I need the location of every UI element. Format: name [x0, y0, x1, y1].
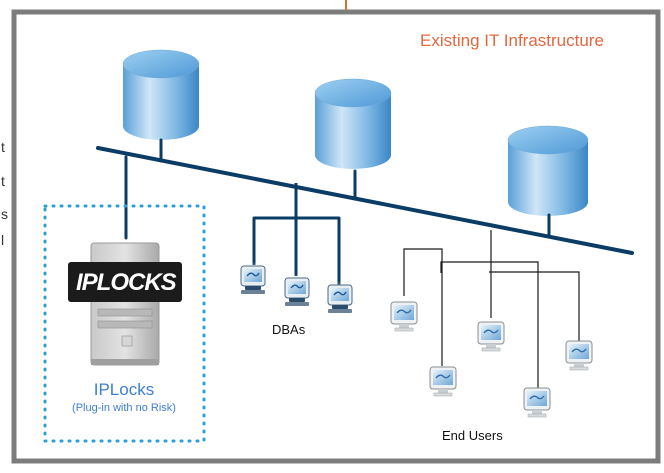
database-1-icon [122, 49, 200, 140]
edge-text-fragment: t [1, 139, 5, 155]
diagram-title: Existing IT Infrastructure [420, 31, 604, 50]
edge-text-fragment: s [1, 206, 8, 222]
iplocks-name: IPLocks [93, 380, 155, 399]
dbas-label: DBAs [272, 322, 306, 337]
dba-monitor-icon [234, 261, 272, 295]
edge-text-fragment: t [1, 173, 5, 189]
end-users-label: End Users [442, 428, 503, 443]
end-user-connections [403, 230, 580, 388]
iplocks-plugin-boundary [43, 204, 206, 443]
dba-monitor-icon [278, 273, 316, 307]
database-3-icon [507, 125, 589, 216]
network-bus [96, 138, 634, 255]
dba-connections [252, 183, 341, 285]
iplocks-logo: IPLOCKS [68, 262, 182, 302]
edge-text-fragment: l [1, 232, 5, 248]
dba-monitor-icon [321, 280, 359, 314]
database-2-icon [314, 78, 392, 169]
iplocks-subtitle: (Plug-in with no Risk) [72, 402, 176, 414]
iplocks-logo-text: IPLOCKS [76, 269, 177, 296]
